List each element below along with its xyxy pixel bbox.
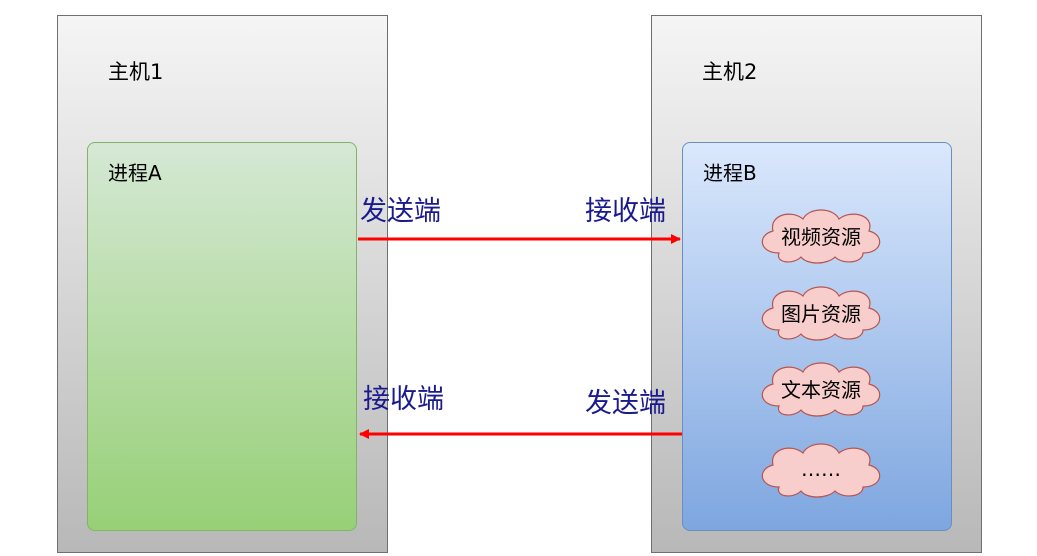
cloud-icon	[761, 362, 881, 417]
cloud-icon	[761, 286, 881, 341]
host-2-label: 主机2	[702, 60, 758, 84]
cloud-icon	[761, 443, 881, 498]
process-b-label: 进程B	[703, 161, 757, 185]
process-b-sender-label: 发送端	[585, 388, 666, 419]
text-resource-label: 文本资源	[781, 377, 861, 402]
process-a-label: 进程A	[108, 161, 162, 185]
process-a-sender-label: 发送端	[360, 196, 441, 227]
more-resources-cloud: ……	[751, 437, 891, 501]
video-resource-label: 视频资源	[781, 224, 861, 249]
process-a-box: 进程A	[87, 142, 357, 531]
cloud-icon	[761, 209, 881, 264]
image-resource-label: 图片资源	[781, 301, 861, 326]
host-1-label: 主机1	[108, 60, 164, 84]
text-resource-cloud: 文本资源	[751, 356, 891, 420]
video-resource-cloud: 视频资源	[751, 203, 891, 267]
more-resources-label: ……	[801, 457, 841, 481]
image-resource-cloud: 图片资源	[751, 280, 891, 344]
process-a-receiver-label: 接收端	[363, 384, 444, 415]
process-b-receiver-label: 接收端	[585, 196, 666, 227]
